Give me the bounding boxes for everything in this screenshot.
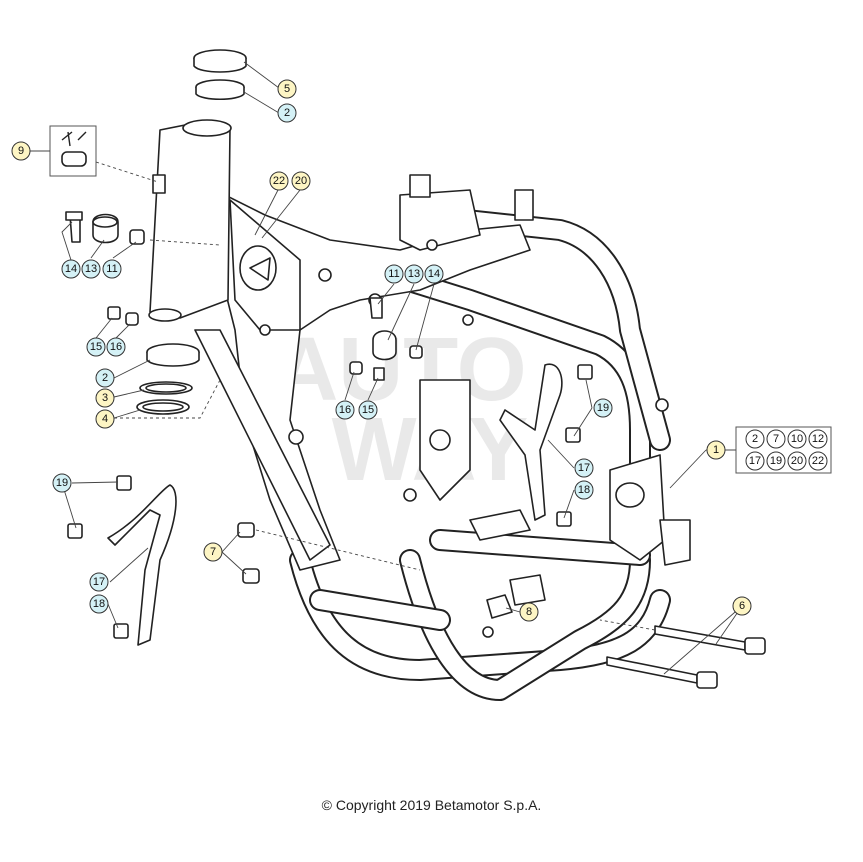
- group-1-item-20[interactable]: 20: [787, 451, 807, 471]
- bolt-nut-set-mid-icon: [349, 297, 423, 381]
- callout-6[interactable]: 6: [732, 596, 752, 616]
- group-1-box: 2 7 10 12 17 19 20 22: [735, 426, 832, 474]
- svg-text:17: 17: [93, 576, 105, 588]
- svg-text:14: 14: [428, 268, 440, 280]
- callout-20-top[interactable]: 20: [291, 171, 311, 191]
- svg-text:2: 2: [102, 372, 108, 384]
- callout-14-mid[interactable]: 14: [424, 264, 444, 284]
- callout-16-mid[interactable]: 16: [335, 400, 355, 420]
- group-1-item-circle: [808, 429, 828, 449]
- group-1-item-label: 19: [770, 455, 782, 467]
- callout-9[interactable]: 9: [11, 141, 31, 161]
- group-1-item-label: 20: [791, 455, 803, 467]
- group-1-item-22[interactable]: 22: [808, 451, 828, 471]
- bolt-nut-set-left-icon: [65, 211, 221, 246]
- callout-4[interactable]: 4: [95, 409, 115, 429]
- callout-11-left[interactable]: 11: [102, 259, 122, 279]
- svg-text:15: 15: [362, 404, 374, 416]
- steering-bearing-icon-top: [193, 49, 247, 101]
- callout-13-mid[interactable]: 13: [404, 264, 424, 284]
- svg-text:19: 19: [56, 477, 68, 489]
- callout-19-left[interactable]: 19: [52, 473, 72, 493]
- callout-14-left[interactable]: 14: [61, 259, 81, 279]
- callout-15-left[interactable]: 15: [86, 337, 106, 357]
- svg-text:19: 19: [597, 402, 609, 414]
- svg-text:7: 7: [210, 546, 216, 558]
- svg-text:4: 4: [102, 413, 108, 425]
- callout-22-top[interactable]: 22: [269, 171, 289, 191]
- watermark-line-1: AUTO: [273, 320, 526, 420]
- group-1-item-2[interactable]: 2: [745, 429, 765, 449]
- callout-2-mid[interactable]: 2: [95, 368, 115, 388]
- bolt-15-16-left-icon: [107, 306, 139, 326]
- callout-15-mid[interactable]: 15: [358, 400, 378, 420]
- group-1-item-label: 2: [752, 433, 758, 445]
- group-1-item-label: 17: [749, 455, 761, 467]
- svg-text:13: 13: [85, 263, 97, 275]
- group-1-item-circle: [745, 451, 765, 471]
- callout-17-right[interactable]: 17: [574, 458, 594, 478]
- svg-text:16: 16: [339, 404, 351, 416]
- callout-16-left[interactable]: 16: [106, 337, 126, 357]
- group-1-item-10[interactable]: 10: [787, 429, 807, 449]
- svg-text:22: 22: [273, 175, 285, 187]
- callout-2-top[interactable]: 2: [277, 103, 297, 123]
- svg-text:11: 11: [388, 268, 399, 280]
- copyright-text: © Copyright 2019 Betamotor S.p.A.: [321, 797, 542, 813]
- svg-text:13: 13: [408, 268, 420, 280]
- bracket-left-icon: [67, 475, 177, 646]
- svg-text:15: 15: [90, 341, 102, 353]
- callout-7[interactable]: 7: [203, 542, 223, 562]
- svg-text:5: 5: [284, 83, 290, 95]
- group-1-item-circle: [787, 451, 807, 471]
- group-1-item-circle: [808, 451, 828, 471]
- svg-text:14: 14: [65, 263, 77, 275]
- svg-text:18: 18: [578, 484, 590, 496]
- svg-text:17: 17: [578, 462, 590, 474]
- callout-17-left[interactable]: 17: [89, 572, 109, 592]
- svg-text:3: 3: [102, 392, 108, 404]
- callout-11-mid[interactable]: 11: [384, 264, 404, 284]
- frame-drawing-icon: [148, 119, 691, 701]
- group-1-items: 2 7 10 12 17 19 20 22: [745, 429, 828, 471]
- group-1-item-circle: [745, 429, 765, 449]
- group-1-item-7[interactable]: 7: [766, 429, 786, 449]
- svg-text:11: 11: [106, 263, 117, 275]
- clip-8-icon: [486, 594, 513, 619]
- steering-bearing-icon-lower: [136, 343, 200, 415]
- callout-1[interactable]: 1: [706, 440, 726, 460]
- group-1-item-label: 7: [773, 433, 779, 445]
- group-1-item-12[interactable]: 12: [808, 429, 828, 449]
- svg-text:1: 1: [713, 444, 719, 456]
- nut-7-icon: [237, 522, 421, 584]
- group-1-item-label: 22: [812, 455, 824, 467]
- svg-text:2: 2: [284, 107, 290, 119]
- svg-text:6: 6: [739, 600, 745, 612]
- callout-18-left[interactable]: 18: [89, 594, 109, 614]
- svg-text:18: 18: [93, 598, 105, 610]
- callout-5[interactable]: 5: [277, 79, 297, 99]
- group-1-item-label: 12: [812, 433, 824, 445]
- svg-text:16: 16: [110, 341, 122, 353]
- callout-19-right[interactable]: 19: [593, 398, 613, 418]
- callout-8[interactable]: 8: [519, 602, 539, 622]
- group-1-item-circle: [766, 451, 786, 471]
- callout-3[interactable]: 3: [95, 388, 115, 408]
- group-1-item-label: 10: [791, 433, 803, 445]
- group-1-item-19[interactable]: 19: [766, 451, 786, 471]
- svg-text:20: 20: [295, 175, 307, 187]
- long-bolt-6-icon: [599, 619, 766, 689]
- group-1-item-circle: [787, 429, 807, 449]
- key-lock-icon: [49, 125, 159, 183]
- watermark: AUTO WAY: [273, 320, 528, 500]
- leader-lines: [30, 61, 743, 675]
- callout-18-right[interactable]: 18: [574, 480, 594, 500]
- svg-text:8: 8: [526, 606, 532, 618]
- callouts: 5 2 9 22 20 14 13 11 11 13 14 15 16 2 3 …: [11, 79, 752, 622]
- callout-13-left[interactable]: 13: [81, 259, 101, 279]
- svg-text:9: 9: [18, 145, 24, 157]
- group-1-item-17[interactable]: 17: [745, 451, 765, 471]
- group-1-item-circle: [766, 429, 786, 449]
